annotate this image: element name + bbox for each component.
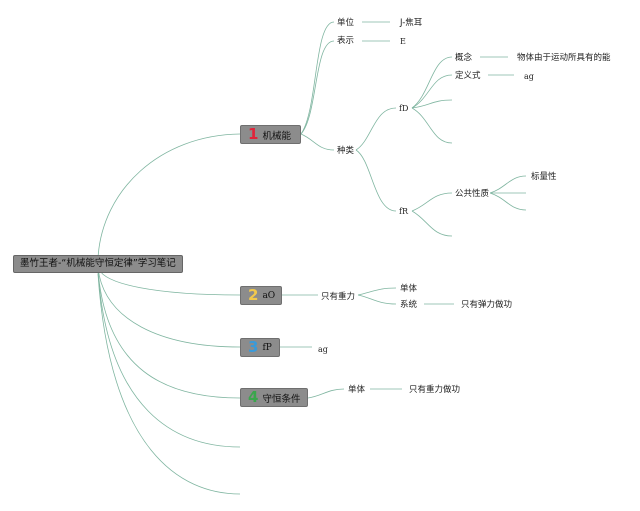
branch-label-ao: aO [262,290,276,301]
connector-b1-to-unit [300,21,335,135]
branch-number-4: 4 [248,388,259,406]
root-topic[interactable]: 墨竹王者-“机械能守恒定律”学习笔记 [13,255,183,273]
node-system-value[interactable]: 只有弹力做功 [461,300,513,310]
connector-fd-to-empty-1 [411,99,453,109]
branch-number-2: 2 [248,286,259,304]
node-kinds[interactable]: 种类 [337,146,355,156]
node-symbol-value[interactable]: E [400,37,406,46]
node-concept[interactable]: 概念 [455,53,473,63]
node-single-body[interactable]: 单体 [400,284,418,294]
connector-gravity-to-system [357,294,397,305]
node-unit-value[interactable]: J-焦耳 [400,18,423,28]
node-system[interactable]: 系统 [400,300,418,310]
node-concept-value[interactable]: 物体由于运动所具有的能 [517,53,611,63]
branch-label-fp: fP [262,342,272,353]
connector-root-to-b3 [97,267,241,348]
connector-root-to-b1 [97,133,241,259]
connector-b4-to-single [307,388,345,399]
connector-root-to-b4 [97,269,241,399]
branch-label-conservation-condition: 守恒条件 [262,393,301,405]
connector-kinds-to-fr [355,149,397,212]
connector-fd-to-definition [411,74,453,109]
connector-gravity-to-single [357,287,397,296]
connector-common-to-empty-2 [489,192,527,211]
connector-root-to-empty-1 [97,271,241,448]
node-common-properties[interactable]: 公共性质 [455,189,490,199]
branch-conservation-condition[interactable]: 4 守恒条件 [240,388,308,407]
node-only-gravity[interactable]: 只有重力 [321,292,356,302]
connector-fr-to-empty [411,210,453,237]
node-formula[interactable]: ag [318,345,328,354]
connector-fr-to-common [411,192,453,212]
node-definition-value[interactable]: ag [524,72,534,81]
branch-number-1: 1 [248,125,259,143]
branch-label-mechanical-energy: 机械能 [262,130,291,142]
connector-common-to-scalar [489,175,527,194]
branch-ao[interactable]: 2 aO [240,286,282,305]
connector-b1-to-kinds [300,133,335,151]
branch-mechanical-energy[interactable]: 1 机械能 [240,125,301,144]
branch-fp[interactable]: 3 fP [240,338,280,357]
node-scalar[interactable]: 标量性 [531,172,557,182]
connector-root-to-empty-2 [97,273,241,495]
connector-fd-to-concept [411,56,453,109]
node-symbol[interactable]: 表示 [337,36,355,46]
connector-kinds-to-fd [355,107,397,151]
node-fd[interactable]: fD [399,104,409,113]
node-fr[interactable]: fR [399,207,408,216]
node-unit[interactable]: 单位 [337,18,355,28]
connector-b1-to-symbol [300,40,335,135]
node-condition-value[interactable]: 只有重力做功 [409,385,461,395]
node-condition-single-body[interactable]: 单体 [348,385,366,395]
branch-number-3: 3 [248,338,259,356]
node-definition[interactable]: 定义式 [455,71,481,81]
connector-fd-to-empty-2 [411,107,453,144]
